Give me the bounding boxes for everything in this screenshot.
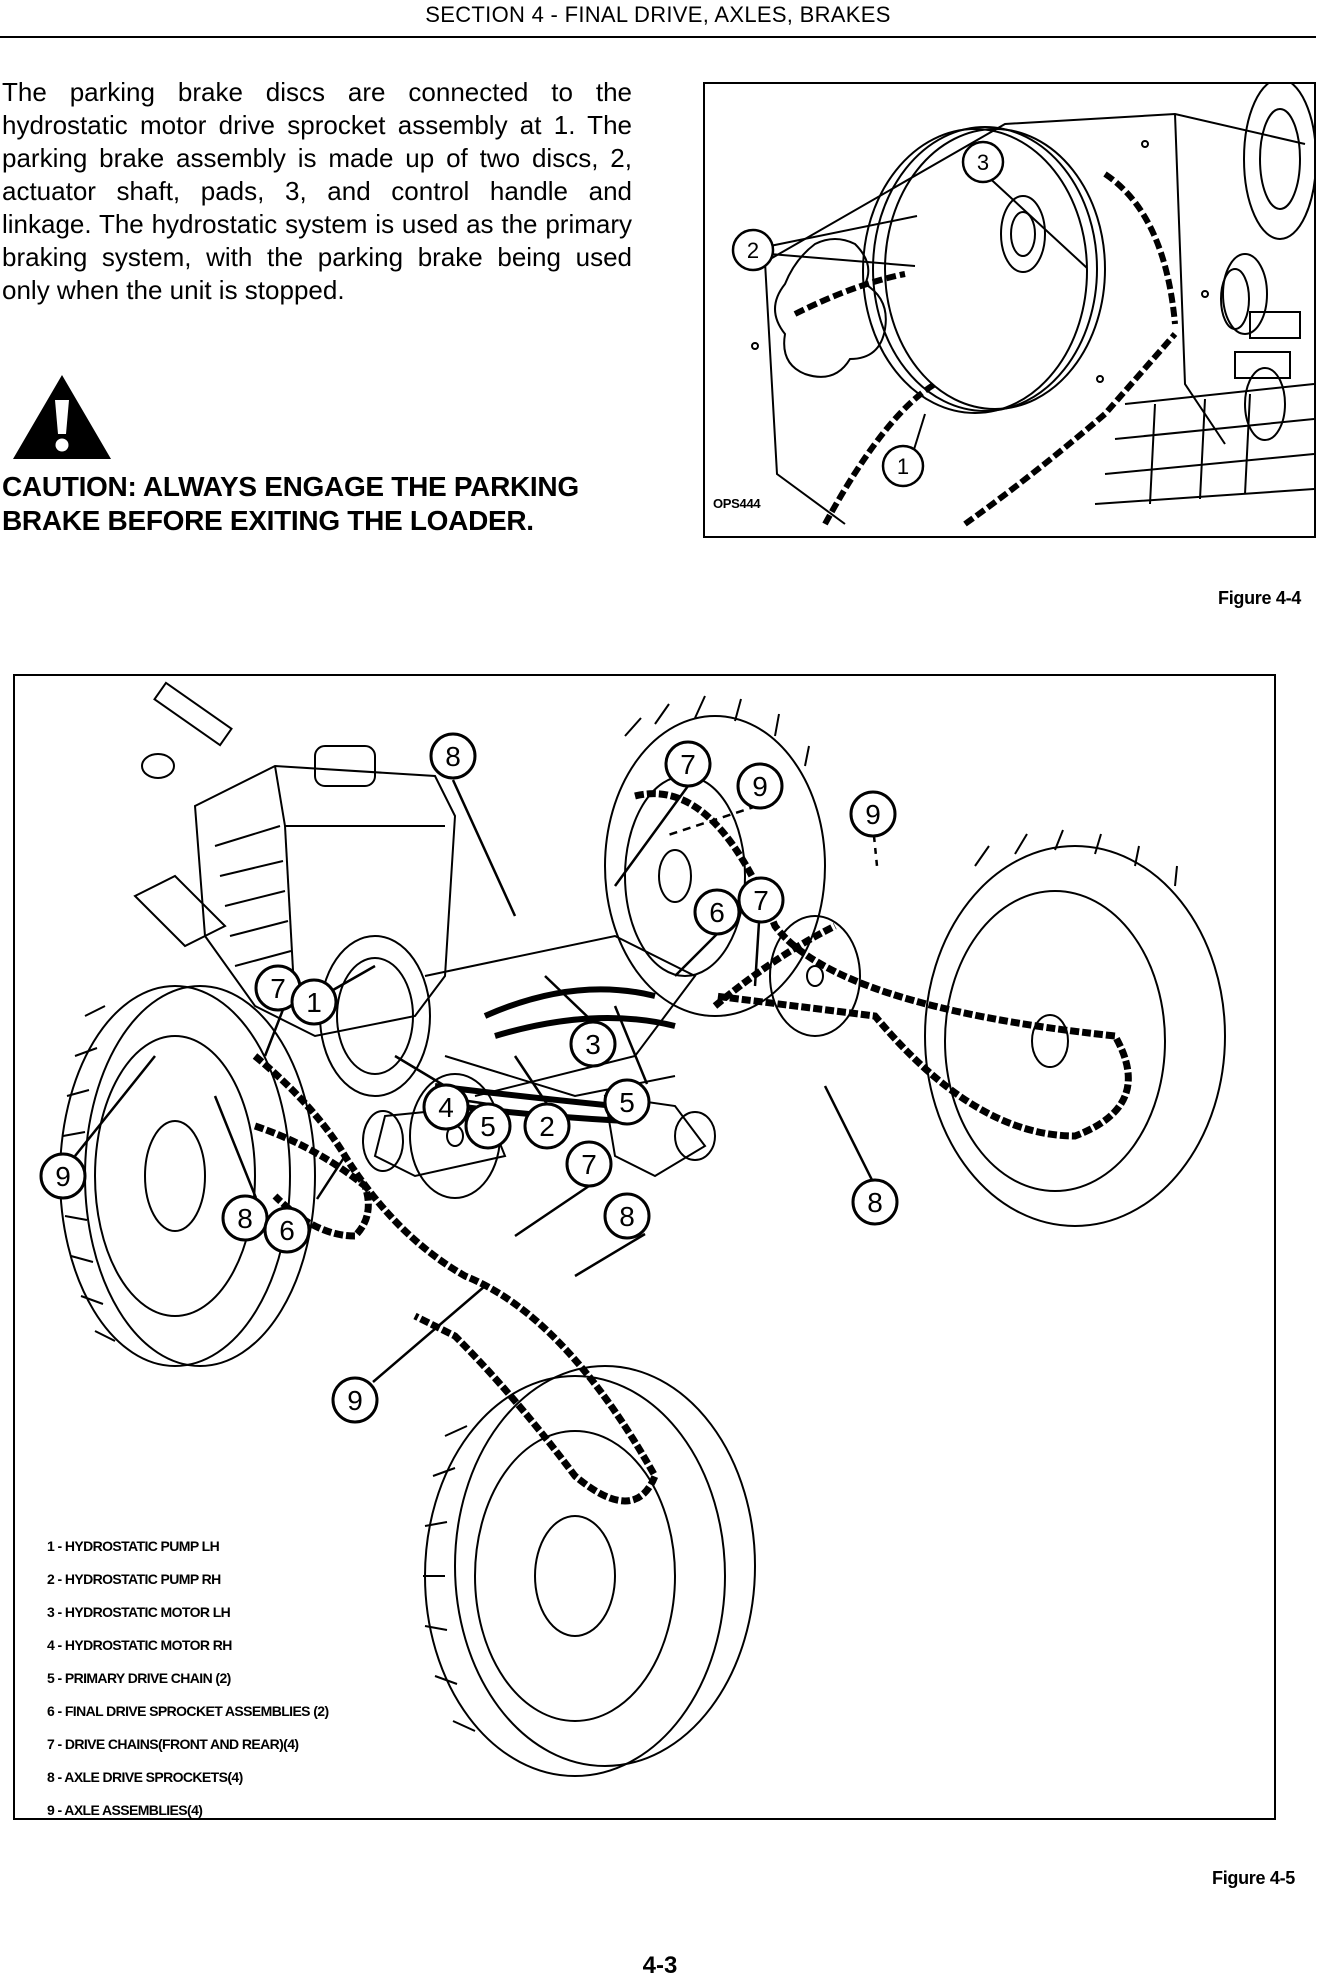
legend-item-8: 8 - AXLE DRIVE SPROCKETS(4) (47, 1769, 243, 1785)
legend-item-6: 6 - FINAL DRIVE SPROCKET ASSEMBLIES (2) (47, 1703, 329, 1719)
svg-text:6: 6 (709, 897, 725, 928)
legend-item-7: 7 - DRIVE CHAINS(FRONT AND REAR)(4) (47, 1736, 299, 1752)
svg-text:9: 9 (865, 799, 881, 830)
parts-legend: 1 - HYDROSTATIC PUMP LH 2 - HYDROSTATIC … (47, 1530, 329, 1818)
legend-item-9: 9 - AXLE ASSEMBLIES(4) (47, 1802, 203, 1818)
figure-4-5-frame: 8 7 9 9 7 6 7 1 3 5 4 5 2 9 7 8 6 8 8 9 … (13, 674, 1276, 1820)
callout-7-rear: 7 (565, 1140, 613, 1188)
callout-8-top: 8 (429, 732, 477, 780)
legend-item-2: 2 - HYDROSTATIC PUMP RH (47, 1571, 221, 1587)
svg-text:9: 9 (347, 1385, 363, 1416)
callout-9-rear: 9 (331, 1376, 379, 1424)
parking-brake-paragraph: The parking brake discs are connected to… (2, 77, 632, 305)
svg-text:2: 2 (539, 1111, 555, 1142)
callout-8-rear: 8 (603, 1192, 651, 1240)
callout-5-right: 5 (603, 1078, 651, 1126)
figure-code: OPS444 (713, 496, 761, 511)
callout-6-left: 6 (263, 1206, 311, 1254)
legend-item-5: 5 - PRIMARY DRIVE CHAIN (2) (47, 1670, 231, 1686)
svg-text:2: 2 (747, 238, 759, 263)
callout-4: 4 (422, 1083, 470, 1131)
callout-9-left: 9 (39, 1152, 87, 1200)
svg-text:5: 5 (619, 1087, 635, 1118)
section-header: SECTION 4 - FINAL DRIVE, AXLES, BRAKES (425, 2, 891, 27)
svg-text:1: 1 (897, 454, 909, 479)
svg-text:3: 3 (585, 1029, 601, 1060)
callout-6-right: 6 (693, 888, 741, 936)
svg-text:4: 4 (438, 1092, 454, 1123)
svg-text:8: 8 (619, 1201, 635, 1232)
warning-icon (13, 375, 111, 459)
callout-5-left: 5 (464, 1102, 512, 1150)
figure-4-4-caption: Figure 4-4 (1218, 588, 1302, 608)
callout-3: 3 (569, 1020, 617, 1068)
figure-4-5-caption: Figure 4-5 (1212, 1868, 1296, 1888)
callout-9-top-center: 9 (736, 762, 784, 810)
svg-text:9: 9 (752, 771, 768, 802)
callout-9-top-right: 9 (849, 790, 897, 838)
page-number: 4-3 (642, 1952, 678, 1979)
svg-text:6: 6 (279, 1215, 295, 1246)
svg-text:9: 9 (55, 1161, 71, 1192)
callout-7-right: 7 (737, 876, 785, 924)
svg-text:3: 3 (977, 150, 989, 175)
svg-text:8: 8 (445, 741, 461, 772)
figure-4-4-frame: 2 3 1 OPS444 (703, 82, 1316, 538)
legend-item-1: 1 - HYDROSTATIC PUMP LH (47, 1538, 220, 1554)
svg-text:7: 7 (753, 885, 769, 916)
legend-item-3: 3 - HYDROSTATIC MOTOR LH (47, 1604, 231, 1620)
callout-1: 1 (881, 444, 925, 488)
callout-1: 1 (290, 978, 338, 1026)
svg-text:8: 8 (237, 1203, 253, 1234)
callout-2: 2 (731, 228, 775, 272)
svg-text:8: 8 (867, 1187, 883, 1218)
callout-8-left: 8 (221, 1194, 269, 1242)
drive-system-illustration: 8 7 9 9 7 6 7 1 3 5 4 5 2 9 7 8 6 8 8 9 (39, 681, 1226, 1777)
parking-brake-illustration: 2 3 1 (731, 84, 1314, 527)
legend-item-4: 4 - HYDROSTATIC MOTOR RH (47, 1637, 232, 1653)
svg-text:5: 5 (480, 1111, 496, 1142)
svg-text:7: 7 (270, 973, 286, 1004)
callout-2: 2 (523, 1102, 571, 1150)
header-rule (0, 36, 1316, 38)
callout-7-top: 7 (664, 740, 712, 788)
svg-text:7: 7 (581, 1149, 597, 1180)
callout-8-right: 8 (851, 1178, 899, 1226)
svg-text:7: 7 (680, 749, 696, 780)
svg-text:1: 1 (306, 987, 322, 1018)
caution-warning: CAUTION: ALWAYS ENGAGE THE PARKING BRAKE… (2, 471, 579, 536)
callout-3: 3 (961, 140, 1005, 184)
